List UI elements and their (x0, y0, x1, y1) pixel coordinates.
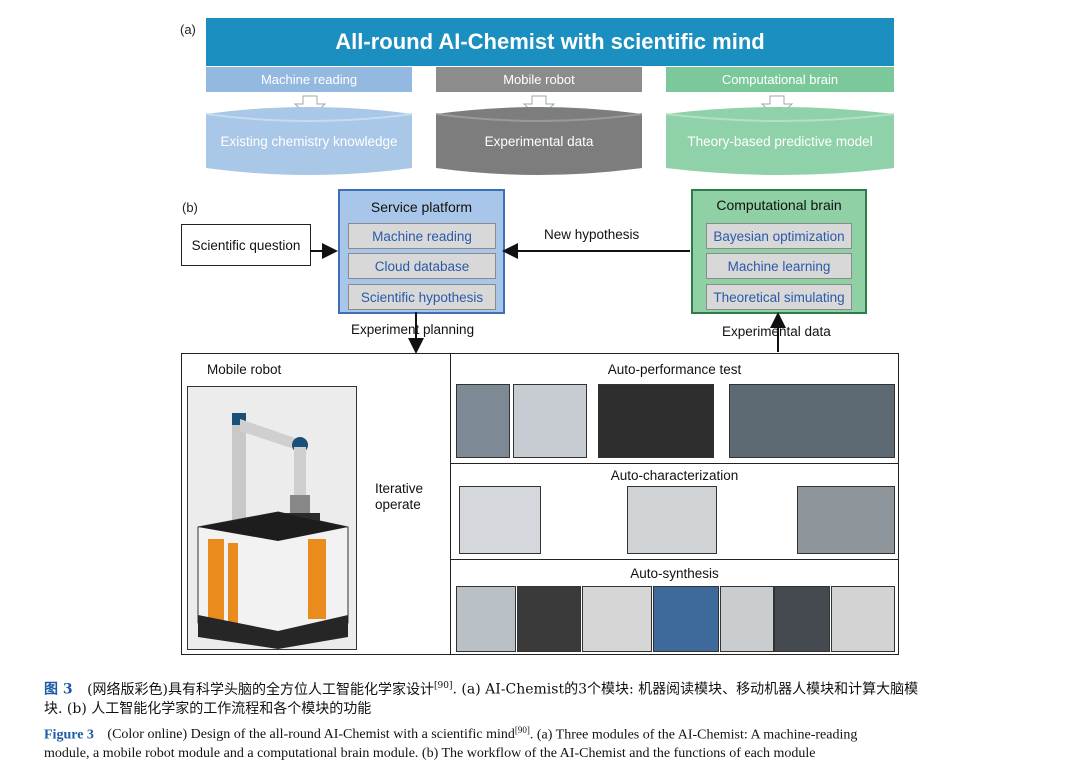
instrument-photo (456, 586, 516, 652)
instrument-photo (513, 384, 587, 458)
instrument-photo (582, 586, 652, 652)
caption-en-line1: Figure 3 (Color online) Design of the al… (44, 721, 1044, 745)
computational-brain-title: Computational brain (716, 197, 842, 213)
item-scientific-hypothesis: Scientific hypothesis (348, 284, 496, 310)
service-platform-title: Service platform (370, 199, 473, 215)
module-head-mobile-robot: Mobile robot (436, 67, 642, 92)
instrument-photo (720, 586, 774, 652)
panel-b-label: (b) (182, 200, 198, 215)
module-head-computational-brain: Computational brain (666, 67, 894, 92)
auto-characterization-panel: Auto-characterization (450, 463, 899, 561)
figure-caption: 图 3 (网络版彩色)具有科学头脑的全方位人工智能化学家设计[90]. (a) … (44, 677, 1044, 763)
auto-synthesis-panel: Auto-synthesis (450, 559, 899, 655)
scientific-question-box: Scientific question (181, 224, 311, 266)
mobile-robot-panel: Mobile robot Iterative operate (181, 353, 451, 655)
auto-synthesis-title: Auto-synthesis (630, 566, 719, 581)
module-head-machine-reading: Machine reading (206, 67, 412, 92)
robot-illustration (188, 387, 356, 649)
caption-cn-line1: 图 3 (网络版彩色)具有科学头脑的全方位人工智能化学家设计[90]. (a) … (44, 677, 1044, 700)
mobile-robot-title: Mobile robot (207, 362, 282, 377)
item-theoretical-simulating: Theoretical simulating (706, 284, 852, 310)
instrument-photo (517, 586, 581, 652)
caption-en-line2: module, a mobile robot module and a comp… (44, 746, 816, 762)
experiment-planning-label: Experiment planning (351, 322, 475, 337)
iterative-operate-label: Iterative operate (375, 481, 424, 512)
instrument-photo (653, 586, 719, 652)
item-cloud-database: Cloud database (348, 253, 496, 279)
experimental-data-label: Experimental data (722, 324, 831, 339)
caption-en-text2: . (a) Three modules of the AI-Chemist: A… (529, 727, 858, 743)
item-machine-learning: Machine learning (706, 253, 852, 279)
ai-chemist-title-banner: All-round AI-Chemist with scientific min… (206, 18, 894, 66)
caption-en-label: Figure 3 (44, 727, 94, 743)
caption-en-text: (Color online) Design of the all-round A… (107, 727, 515, 743)
computational-brain-box: Computational brain Bayesian optimizatio… (691, 189, 867, 314)
instrument-photo (831, 586, 895, 652)
item-bayesian-optimization: Bayesian optimization (706, 223, 852, 249)
instrument-photo (797, 486, 895, 554)
auto-performance-panel: Auto-performance test (450, 353, 899, 465)
store-existing-knowledge: Existing chemistry knowledge (206, 106, 412, 176)
instrument-photo (774, 586, 830, 652)
store-predictive-model: Theory-based predictive model (666, 106, 894, 176)
panel-a-label: (a) (180, 22, 196, 37)
store-experimental-data: Experimental data (436, 106, 642, 176)
store-label: Existing chemistry knowledge (220, 134, 398, 149)
new-hypothesis-label: New hypothesis (544, 227, 640, 242)
caption-cn-text2: . (a) AI-Chemist的3个模块: 机器阅读模块、移动机器人模块和计算… (452, 681, 919, 698)
caption-cn-ref: [90] (434, 681, 453, 691)
caption-cn-line2: 块. (b) 人工智能化学家的工作流程和各个模块的功能 (44, 700, 372, 717)
caption-cn-label: 图 3 (44, 681, 73, 698)
store-label: Theory-based predictive model (687, 134, 873, 149)
auto-performance-title: Auto-performance test (607, 362, 742, 377)
instrument-photo (627, 486, 717, 554)
auto-characterization-title: Auto-characterization (610, 468, 739, 483)
caption-en-ref: [90] (514, 724, 530, 735)
instrument-photo (598, 384, 714, 458)
caption-cn-text: (网络版彩色)具有科学头脑的全方位人工智能化学家设计 (87, 681, 435, 698)
store-label: Experimental data (484, 134, 594, 149)
service-platform-box: Service platform Machine reading Cloud d… (338, 189, 505, 314)
instrument-photo (459, 486, 541, 554)
instrument-photo (456, 384, 510, 458)
mobile-robot-photo (187, 386, 357, 650)
instrument-photo (729, 384, 895, 458)
item-machine-reading: Machine reading (348, 223, 496, 249)
